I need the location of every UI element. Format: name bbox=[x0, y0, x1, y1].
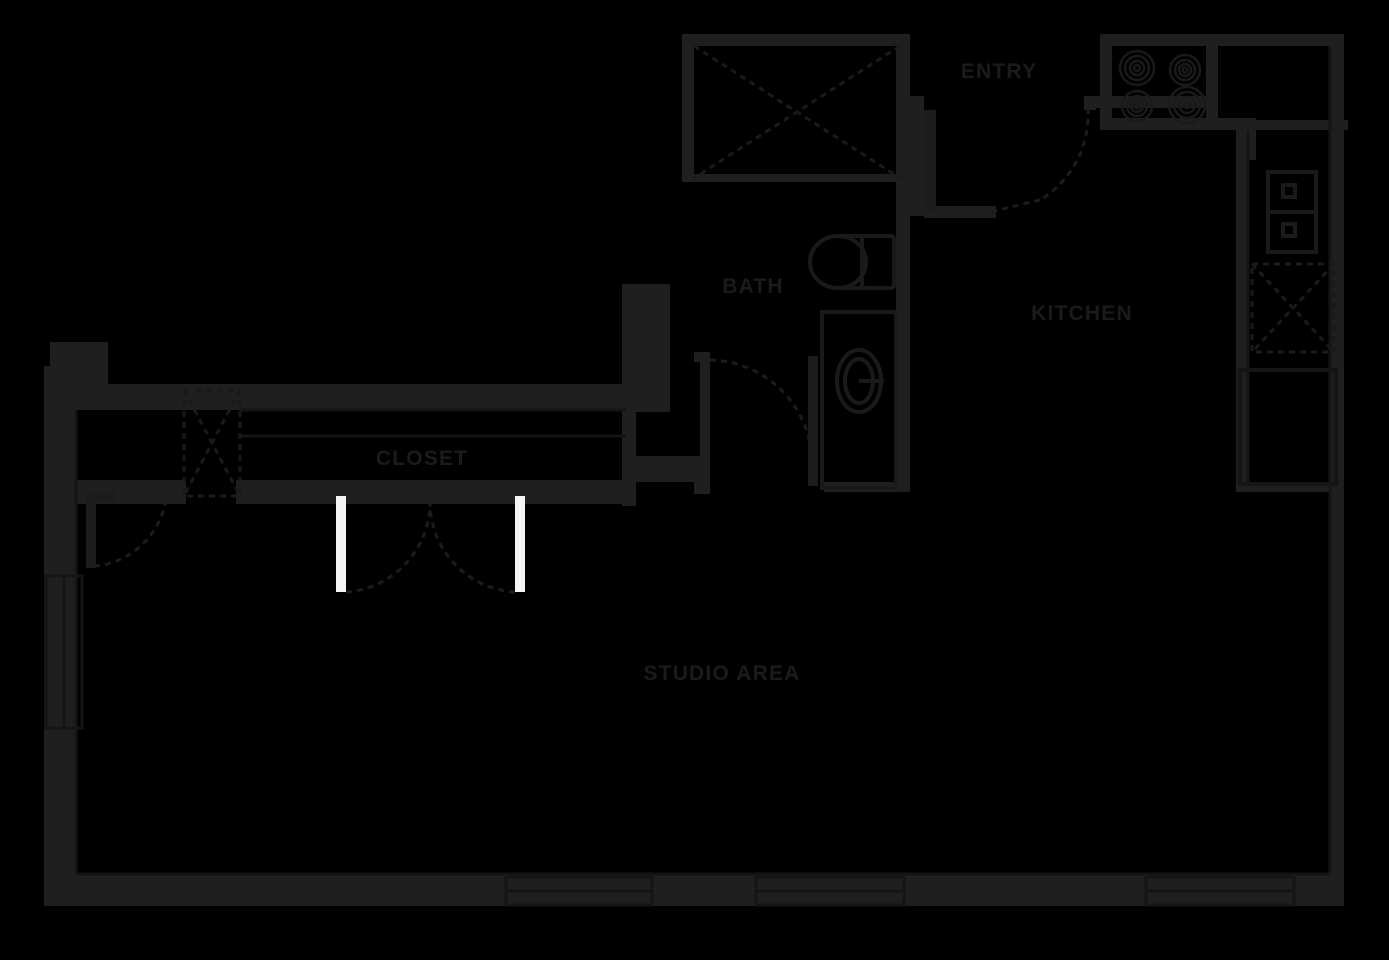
wall-bath-top bbox=[682, 34, 910, 46]
closet-door-leaf-right bbox=[515, 496, 525, 592]
wall-entry-jamb bbox=[910, 96, 924, 216]
doors-layer bbox=[86, 107, 1090, 594]
wall-bath-left-upper bbox=[682, 34, 694, 180]
wall-entry-threshold bbox=[924, 206, 996, 218]
windows-layer bbox=[44, 574, 1296, 907]
washer-dryer-outline bbox=[182, 388, 242, 498]
entry-door-leaf bbox=[924, 110, 936, 210]
entry-door-arc-tail bbox=[989, 198, 1041, 214]
unit-entry-door-left bbox=[86, 492, 168, 568]
wall-bottom-exterior bbox=[44, 874, 1344, 906]
wall-entry-hinge bbox=[1084, 96, 1096, 110]
wall-counter-drop bbox=[1244, 118, 1256, 160]
wall-pier-bath bbox=[622, 284, 670, 412]
burner-back-right bbox=[1167, 85, 1207, 125]
kitchen-sink bbox=[1266, 170, 1318, 254]
window-bottom-3 bbox=[1144, 875, 1296, 907]
wall-counter-link bbox=[1206, 118, 1254, 130]
wall-kitchen-top bbox=[1216, 34, 1344, 46]
kitchen-base-cabinet bbox=[1238, 368, 1338, 486]
wall-cooktop-right bbox=[1206, 34, 1218, 130]
burner-front-right bbox=[1168, 53, 1202, 87]
bathroom-door bbox=[709, 356, 818, 486]
bathroom-door-leaf bbox=[808, 356, 818, 486]
wall-kitchen-left bbox=[1100, 34, 1112, 130]
wall-kitchen-counter-bottom bbox=[1236, 482, 1340, 492]
closet-door-arc-left bbox=[345, 502, 432, 594]
wall-shower-curb bbox=[682, 174, 904, 182]
room-label-closet: CLOSET bbox=[376, 447, 468, 470]
window-bottom-1 bbox=[504, 875, 654, 907]
closet-door-arc-right bbox=[428, 502, 516, 594]
room-labels-layer: STUDIO AREA KITCHEN BATH ENTRY CLOSET bbox=[376, 60, 1133, 685]
stacked-washer-dryer bbox=[182, 388, 242, 498]
shower-stall bbox=[693, 44, 901, 180]
cooktop-range bbox=[1118, 49, 1207, 125]
unit-entry-door-arc bbox=[95, 499, 168, 568]
room-label-studio-area: STUDIO AREA bbox=[643, 662, 800, 685]
room-label-kitchen: KITCHEN bbox=[1031, 302, 1133, 325]
wall-closet-bottom bbox=[236, 480, 630, 504]
bathroom-vanity bbox=[820, 310, 898, 490]
fixtures-layer bbox=[182, 44, 1338, 498]
wall-left-exterior bbox=[44, 378, 76, 906]
sink-drain-upper bbox=[1281, 183, 1297, 199]
toilet-tank bbox=[860, 234, 896, 290]
window-left-wall bbox=[44, 574, 84, 730]
burner-front-left bbox=[1118, 49, 1156, 87]
wall-cooktop-top bbox=[1100, 34, 1218, 46]
vanity-counter bbox=[820, 310, 898, 490]
wall-bath-doorjamb-foot bbox=[694, 470, 710, 494]
exterior-walls bbox=[44, 34, 1348, 906]
closet-doors bbox=[336, 496, 525, 594]
room-label-bath: BATH bbox=[722, 275, 784, 298]
wall-bath-doorjamb bbox=[700, 352, 710, 482]
sink-drain-lower bbox=[1281, 222, 1297, 238]
unit-entry-door-head bbox=[86, 492, 116, 502]
wall-left-column bbox=[50, 342, 108, 386]
closet-door-leaf-left bbox=[336, 496, 346, 592]
wall-cooktop-bottom bbox=[1100, 118, 1218, 130]
wall-bath-right bbox=[896, 34, 910, 490]
entry-door-arc bbox=[1039, 107, 1090, 202]
wall-pier-bath-lower bbox=[622, 410, 636, 506]
dishwasher-appliance bbox=[1250, 262, 1336, 354]
wall-kitchen-counter-top bbox=[1236, 120, 1348, 130]
toilet-fixture bbox=[808, 234, 896, 290]
unit-entry-door-leaf bbox=[86, 496, 96, 568]
interior-thin-lines bbox=[74, 46, 1332, 876]
wall-closet-top bbox=[60, 384, 630, 410]
base-cabinet-outline bbox=[1238, 368, 1338, 486]
burner-back-left bbox=[1120, 89, 1154, 123]
wall-left-column-jog bbox=[44, 366, 58, 390]
window-bottom-2 bbox=[754, 875, 906, 907]
entry-door bbox=[924, 107, 1090, 214]
dishwasher-outline bbox=[1250, 262, 1336, 354]
room-label-entry: ENTRY bbox=[961, 60, 1037, 83]
